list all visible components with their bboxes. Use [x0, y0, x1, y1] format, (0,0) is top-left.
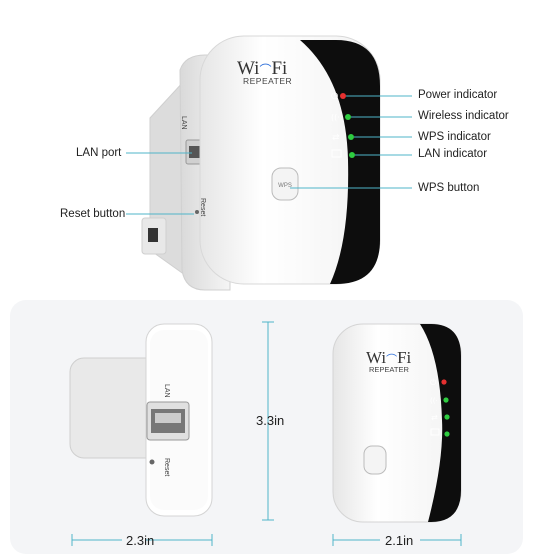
svg-text:((·: ((· [430, 397, 438, 405]
side-reset-label: Reset [163, 458, 170, 477]
wireless-indicator-label: Wireless indicator [418, 110, 509, 122]
svg-text:WPS: WPS [278, 183, 292, 189]
wps-button-label: WPS button [418, 182, 480, 194]
wifi-icon: ⌒ [259, 63, 272, 77]
wps-led [348, 134, 354, 140]
wireless-led [345, 114, 351, 120]
side-view-device [69, 323, 213, 517]
front-brand-logo: Wi⌒Fi [366, 348, 411, 368]
svg-text:⏻: ⏻ [331, 91, 338, 102]
callout-lines [126, 95, 412, 215]
front-width-dimension: 2.1in [385, 533, 414, 548]
top-led-column: ⏻ ((· ⇄ [331, 91, 355, 158]
reset-button-label: Reset button [60, 208, 126, 220]
wps-indicator-label: WPS indicator [418, 131, 491, 143]
top-device-body: WPS [141, 35, 381, 291]
svg-text:((·: ((· [331, 113, 340, 122]
top-lan-port-label: LAN [180, 116, 187, 130]
brand-wi: Wi [237, 58, 260, 79]
wifi-icon-front: ⌒ [386, 354, 398, 366]
brand-fi: Fi [271, 58, 288, 79]
power-indicator-label: Power indicator [418, 89, 498, 101]
side-lan-label: LAN [163, 384, 170, 398]
side-width-dimension: 2.3in [126, 533, 155, 548]
svg-text:⇄: ⇄ [431, 413, 438, 422]
brand-wi-front: Wi [366, 348, 387, 367]
dimension-lines [71, 321, 462, 546]
front-view-device: ⏻ ((· ⇄ [332, 323, 462, 523]
top-brand-logo: Wi⌒Fi [237, 58, 287, 80]
svg-text:⇄: ⇄ [332, 133, 340, 143]
lan-indicator-label: LAN indicator [418, 148, 488, 160]
lan-port-label: LAN port [76, 147, 122, 159]
power-led [340, 93, 346, 99]
lan-led [349, 152, 355, 158]
top-reset-label: Reset [199, 198, 206, 217]
height-dimension: 3.3in [256, 413, 285, 428]
svg-text:⏻: ⏻ [430, 378, 437, 387]
top-subtitle: REPEATER [243, 76, 293, 86]
brand-fi-front: Fi [397, 348, 412, 367]
front-subtitle: REPEATER [369, 365, 409, 374]
